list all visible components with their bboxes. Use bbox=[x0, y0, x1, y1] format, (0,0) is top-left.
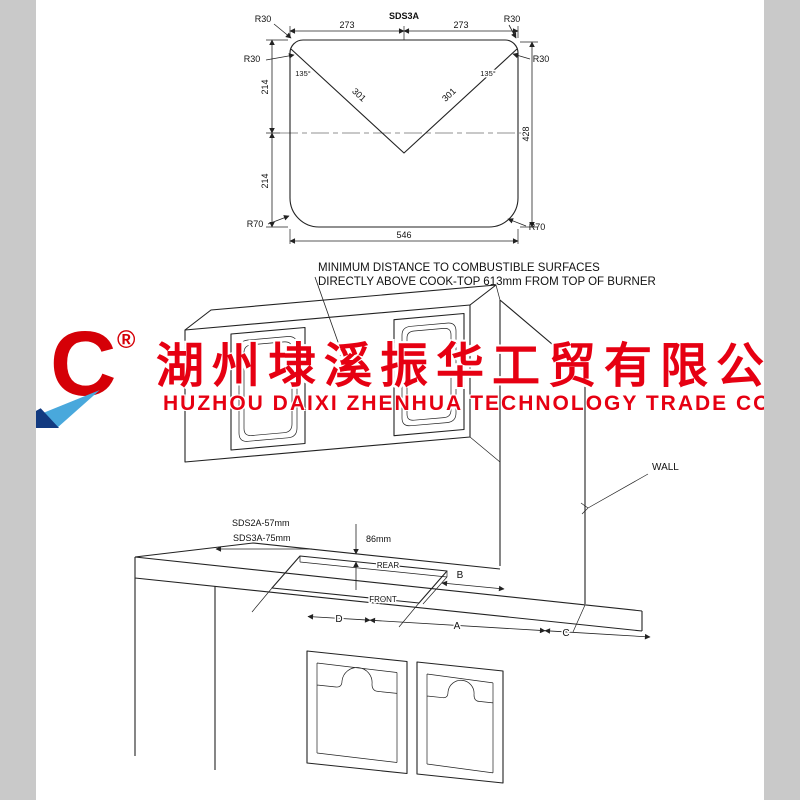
cutout-front-label: FRONT bbox=[369, 595, 397, 604]
dim-273-left-label: 273 bbox=[339, 20, 354, 30]
diag-right-label: 301 bbox=[440, 86, 458, 104]
dim-extension-lines bbox=[251, 587, 586, 633]
base-door-1 bbox=[306, 650, 408, 775]
dim-d bbox=[307, 614, 371, 623]
cutout-dimension-drawing: SDS3A 273 273 R30 R30 R30 R30 135° bbox=[244, 11, 550, 244]
cutout-outline bbox=[289, 39, 519, 228]
cutout-title: SDS3A bbox=[389, 11, 420, 21]
note-line-1: MINIMUM DISTANCE TO COMBUSTIBLE SURFACES bbox=[318, 262, 600, 274]
company-name-chinese: 湖州埭溪振华工贸有限公 bbox=[156, 340, 773, 393]
counter-cutout-thickness bbox=[299, 556, 448, 605]
dim-b bbox=[441, 580, 505, 592]
gap-86-label: 86mm bbox=[366, 534, 391, 544]
diag-left-label: 301 bbox=[350, 86, 368, 104]
angle-left-label: 135° bbox=[295, 69, 311, 78]
note-leader bbox=[314, 276, 345, 360]
wall-leader bbox=[580, 473, 649, 515]
dim-214-lower-label: 214 bbox=[260, 173, 270, 188]
r70-right-label: R70 bbox=[529, 222, 546, 232]
upper-cabinet-top bbox=[184, 284, 497, 331]
vent-panel-1 bbox=[230, 326, 306, 451]
left-margin-bar bbox=[0, 0, 36, 800]
dim-546-label: 546 bbox=[396, 230, 411, 240]
base-cabinet-sides bbox=[134, 578, 216, 770]
right-ext-lines bbox=[520, 41, 538, 228]
counter-top-face bbox=[134, 542, 643, 612]
r70-left-label: R70 bbox=[247, 219, 264, 229]
dim-a-label: A bbox=[454, 621, 461, 632]
top-ext-lines bbox=[289, 26, 519, 40]
vent-panel-1-inner bbox=[238, 336, 298, 442]
installation-view: WALL REAR FRONT 86mm SDS2A-57mm SDS3A-75… bbox=[134, 284, 679, 784]
r30-top-right-leader bbox=[508, 24, 517, 39]
base-door-2 bbox=[416, 661, 504, 784]
r70-right-leader bbox=[507, 218, 527, 227]
logo-monogram: C bbox=[50, 313, 117, 415]
r30-top-left-leader bbox=[273, 23, 292, 39]
base-door-2-inner bbox=[426, 673, 494, 774]
registered-mark-icon: ® bbox=[117, 326, 136, 354]
model-a-label: SDS2A-57mm bbox=[232, 518, 290, 528]
upper-cabinet-wall-joins bbox=[469, 284, 501, 463]
vent-panel-1-inner2 bbox=[243, 341, 293, 436]
r30-inner-right-label: R30 bbox=[533, 54, 550, 64]
cutout-rear-label: REAR bbox=[377, 561, 399, 570]
counter-cutout bbox=[271, 555, 448, 604]
r30-inner-right-leader bbox=[512, 52, 531, 60]
angle-right-label: 135° bbox=[480, 69, 496, 78]
vent-panel-2-inner bbox=[401, 322, 457, 427]
vent-panel-2-inner2 bbox=[406, 328, 452, 421]
r30-top-left-label: R30 bbox=[255, 14, 272, 24]
base-door-1-inner bbox=[316, 662, 398, 763]
model-b-label: SDS3A-75mm bbox=[233, 533, 291, 543]
r30-inner-left-label: R30 bbox=[244, 54, 261, 64]
dim-214-upper-label: 214 bbox=[260, 79, 270, 94]
left-ext-lines bbox=[266, 39, 288, 228]
dim-d-label: D bbox=[335, 614, 342, 625]
right-margin-bar bbox=[764, 0, 800, 800]
wall-outline bbox=[499, 299, 586, 604]
counter-front-band bbox=[134, 557, 643, 632]
dim-c bbox=[544, 628, 651, 640]
dim-b-label: B bbox=[457, 570, 464, 581]
dim-273-right-label: 273 bbox=[453, 20, 468, 30]
clearance-note: MINIMUM DISTANCE TO COMBUSTIBLE SURFACES… bbox=[314, 262, 656, 360]
r30-top-right-label: R30 bbox=[504, 14, 521, 24]
cutout-v-notch bbox=[290, 48, 518, 154]
dim-428-label: 428 bbox=[521, 126, 531, 141]
vent-panel-2 bbox=[393, 312, 465, 437]
wall-label: WALL bbox=[652, 462, 679, 473]
company-name-english: HUZHOU DAIXI ZHENHUA TECHNOLOGY TRADE CO bbox=[163, 392, 772, 415]
dim-c-label: C bbox=[562, 628, 569, 639]
r70-left-leader bbox=[267, 215, 290, 225]
note-line-2: DIRECTLY ABOVE COOK-TOP 613mm FROM TOP O… bbox=[318, 276, 656, 288]
dim-a bbox=[369, 617, 546, 634]
